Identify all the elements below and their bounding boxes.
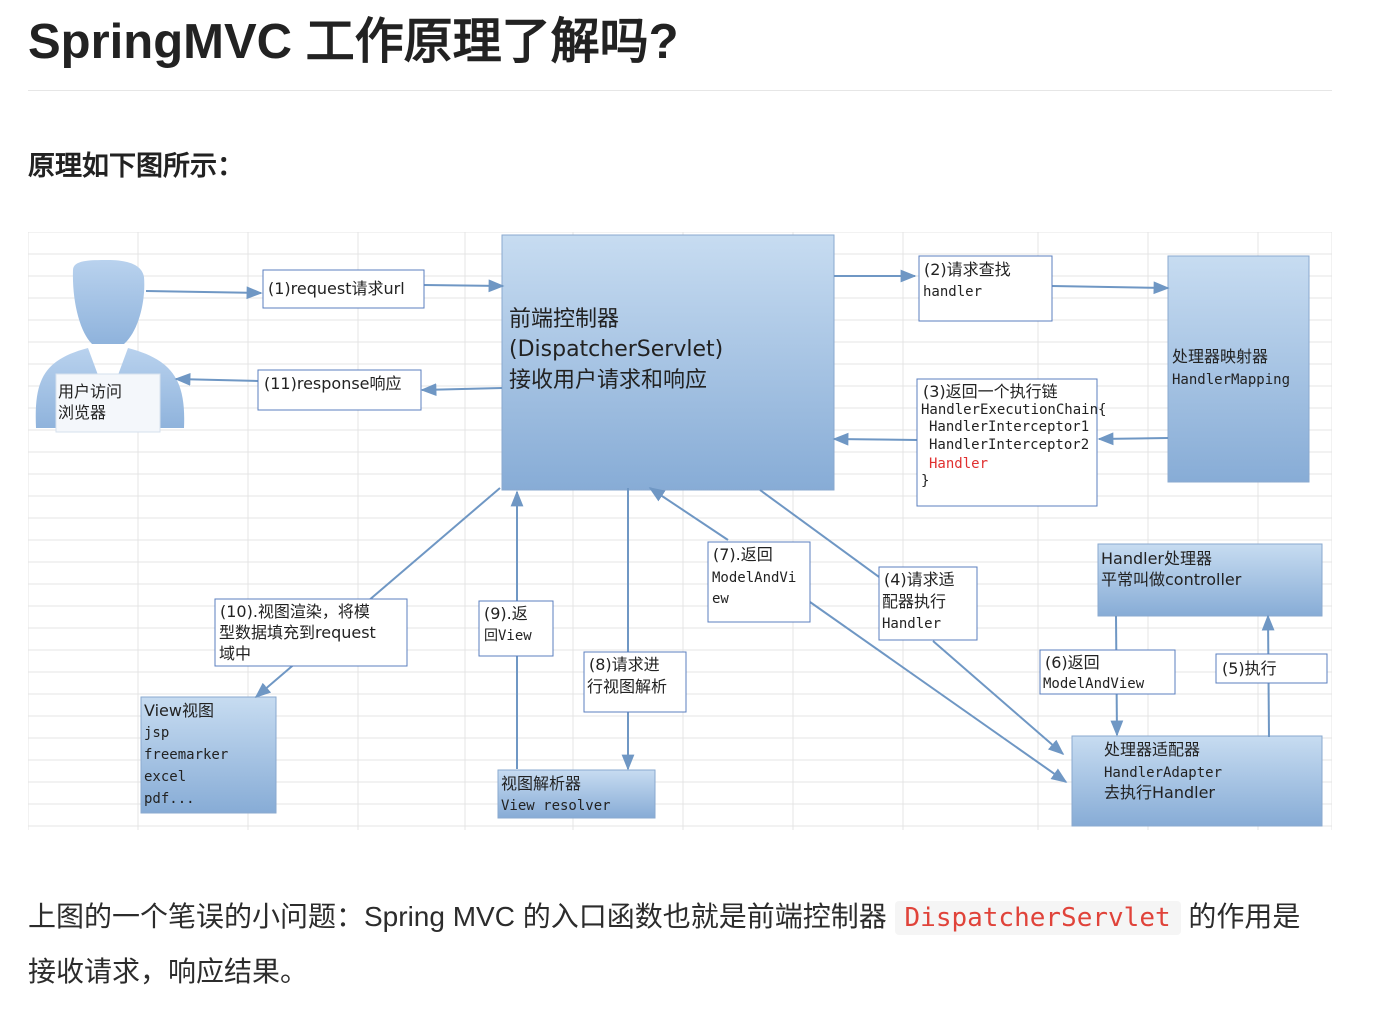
step7-box	[707, 541, 811, 623]
step4-label-1: (4)请求适	[884, 570, 955, 589]
step5-label: (5)执行	[1222, 659, 1277, 678]
step11-label: (11)response响应	[264, 374, 402, 393]
step10-box	[214, 598, 408, 667]
adapter-label-3: 去执行Handler	[1104, 783, 1215, 802]
step6-label-2: ModelAndView	[1043, 676, 1145, 692]
step1-box	[262, 269, 425, 309]
handler-box-label-1: Handler处理器	[1101, 549, 1212, 568]
flow-arrows	[145, 269, 1275, 783]
dispatcher-label-1: 前端控制器	[509, 307, 619, 332]
step10-label-3: 域中	[219, 644, 251, 663]
adapter-label-1: 处理器适配器	[1104, 740, 1200, 759]
view-label-1: View视图	[144, 701, 214, 720]
springmvc-flow-diagram: 用户访问 浏览器 前端控制器 (DispatcherServlet) 接收用户请…	[28, 232, 1332, 830]
step7-label-3: ew	[712, 591, 729, 607]
mapping-label-1: 处理器映射器	[1172, 347, 1268, 366]
step4-label-3: Handler	[882, 616, 941, 632]
view-resolver-box	[497, 769, 656, 819]
step8-label-1: (8)请求进	[589, 655, 660, 674]
step3-label-4: HandlerInterceptor2	[929, 437, 1089, 453]
step4-label-2: 配器执行	[882, 592, 946, 611]
note-text-before: 上图的一个笔误的小问题：Spring MVC 的入口函数也就是前端控制器	[28, 901, 887, 932]
step11-box	[257, 369, 422, 411]
step3-label-3: HandlerInterceptor1	[929, 419, 1089, 435]
user-browser-label-2: 浏览器	[58, 403, 106, 422]
view-box	[140, 696, 277, 814]
step6-label-1: (6)返回	[1045, 653, 1100, 672]
user-browser-label-1: 用户访问	[58, 382, 122, 401]
step3-label-1: (3)返回一个执行链	[923, 382, 1058, 401]
section-subtitle: 原理如下图所示：	[28, 151, 244, 181]
view-label-5: pdf...	[144, 791, 195, 807]
handler-mapping-box	[1167, 255, 1310, 483]
step9-label-1: (9).返	[484, 604, 528, 623]
step3-label-5: Handler	[929, 456, 988, 472]
user-icon	[35, 260, 185, 433]
handler-adapter-box	[1071, 735, 1323, 827]
step9-box	[478, 600, 554, 657]
step3-label-6: }	[921, 473, 929, 489]
step7-label-1: (7).返回	[713, 545, 773, 564]
step2-label-2: handler	[923, 284, 982, 300]
step8-box	[583, 651, 687, 713]
step4-box	[878, 566, 978, 641]
step9-label-2: 回View	[484, 628, 532, 644]
view-label-3: freemarker	[144, 747, 228, 763]
step5-box	[1215, 653, 1328, 684]
adapter-label-2: HandlerAdapter	[1104, 765, 1222, 781]
view-label-2: jsp	[144, 725, 169, 741]
note-text-after: 的作用是接收请求，响应结果。	[28, 901, 1301, 987]
dispatcher-label-3: 接收用户请求和响应	[509, 368, 707, 393]
step8-label-2: 行视图解析	[587, 677, 667, 696]
handler-box	[1097, 543, 1323, 617]
mapping-label-2: HandlerMapping	[1172, 372, 1290, 388]
step6-box	[1039, 649, 1176, 695]
step3-label-2: HandlerExecutionChain{	[921, 402, 1106, 418]
note-paragraph: 上图的一个笔误的小问题：Spring MVC 的入口函数也就是前端控制器 Dis…	[28, 890, 1328, 998]
view-label-4: excel	[144, 769, 186, 785]
page-title: SpringMVC 工作原理了解吗?	[28, 15, 679, 69]
step2-label-1: (2)请求查找	[924, 260, 1011, 279]
step10-label-1: (10).视图渲染，将模	[220, 602, 370, 621]
step3-box	[916, 378, 1098, 507]
divider	[28, 90, 1332, 91]
dispatcher-label-2: (DispatcherServlet)	[509, 337, 723, 362]
step7-label-2: ModelAndVi	[712, 570, 796, 586]
step2-box	[918, 255, 1053, 322]
dispatcher-servlet-box	[501, 234, 835, 491]
note-code: DispatcherServlet	[894, 901, 1181, 935]
step10-label-2: 型数据填充到request	[219, 623, 376, 642]
step1-label: (1)request请求url	[268, 279, 405, 298]
resolver-label-2: View resolver	[501, 798, 611, 814]
resolver-label-1: 视图解析器	[501, 774, 581, 793]
handler-box-label-2: 平常叫做controller	[1101, 570, 1242, 589]
